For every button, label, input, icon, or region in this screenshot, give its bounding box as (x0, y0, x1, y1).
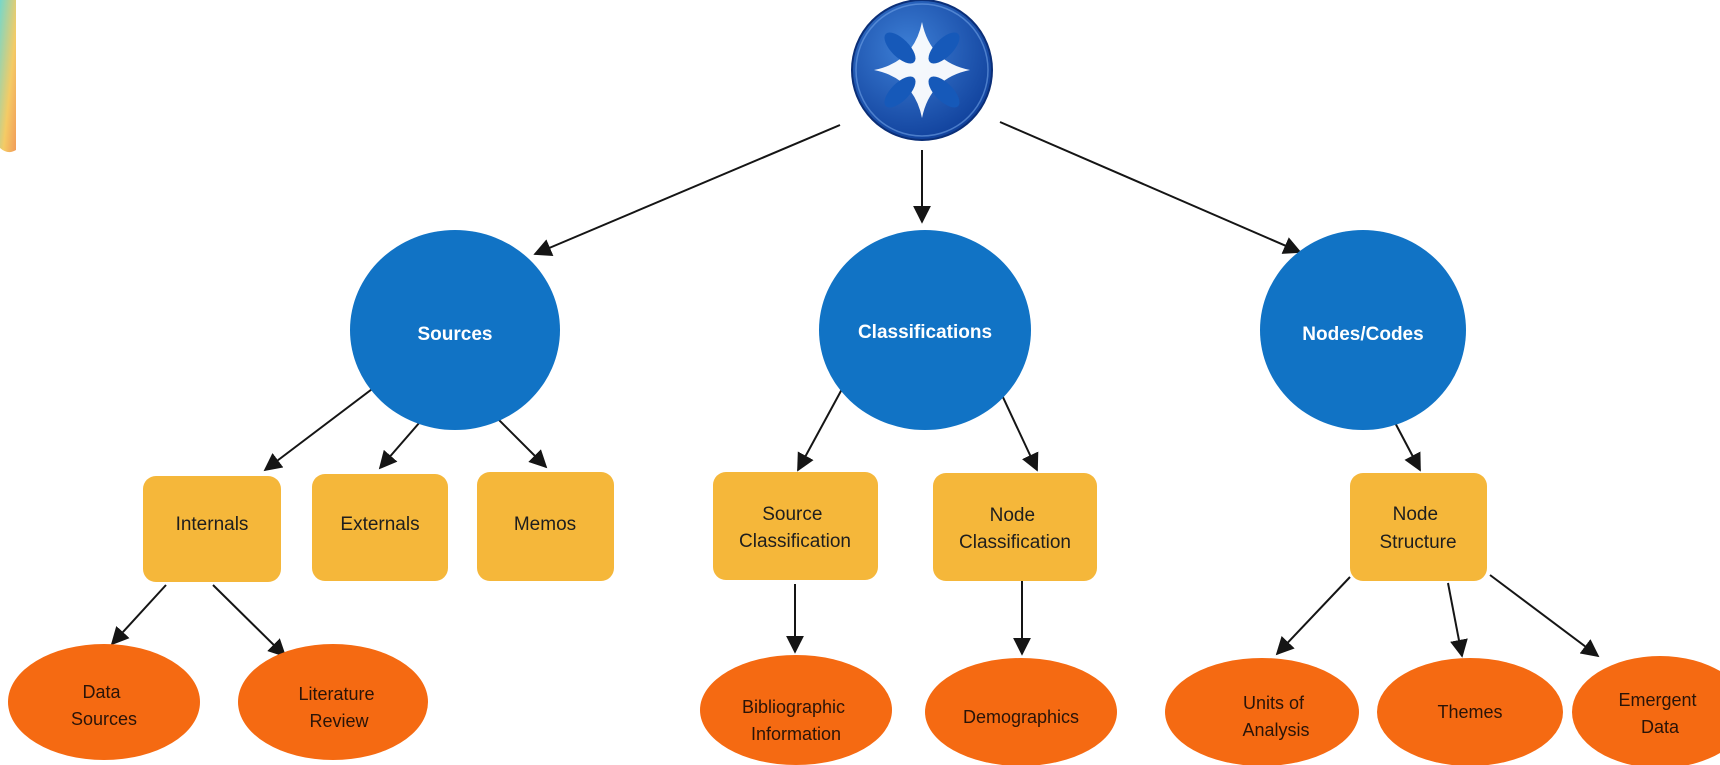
leaf-themes-label: Themes (1437, 702, 1502, 722)
arrow-sources-internals (263, 376, 389, 472)
category-sources-label: Sources (418, 324, 493, 345)
connector-arrows (110, 121, 1600, 658)
category-nodes-codes-label: Nodes/Codes (1302, 324, 1423, 345)
arrow-structure-units (1275, 576, 1351, 656)
leaf-emergent-data: Emergent Data (1572, 656, 1720, 765)
leaf-data-sources-label: Data Sources (71, 682, 137, 729)
category-sources: Sources (350, 230, 560, 430)
arrow-classifications-source (797, 377, 849, 472)
category-classifications: Classifications (819, 230, 1031, 430)
box-source-classification: Source Classification (713, 472, 878, 580)
arrow-structure-themes (1447, 582, 1468, 658)
leaf-demographics-label: Demographics (963, 707, 1079, 727)
leaf-units-of-analysis-label: Units of Analysis (1242, 693, 1309, 740)
box-node-classification: Node Classification (933, 473, 1097, 581)
box-node-structure: Node Structure (1350, 473, 1487, 581)
box-internals: Internals (143, 476, 281, 582)
leaf-data-sources: Data Sources (8, 644, 200, 760)
leaf-emergent-data-label: Emergent Data (1618, 690, 1701, 737)
leaf-literature-review: Literature Review (238, 644, 428, 760)
box-memos: Memos (477, 472, 614, 581)
box-externals-label: Externals (340, 514, 419, 535)
corner-decoration (0, 0, 16, 153)
arrow-root-sources (533, 124, 841, 256)
arrow-internals-data-sources (110, 584, 167, 646)
box-source-classification-label: Source Classification (739, 504, 851, 552)
box-externals: Externals (312, 474, 448, 581)
arrow-structure-emergent (1489, 574, 1600, 658)
nvivo-logo-icon (874, 22, 970, 118)
category-classifications-label: Classifications (858, 322, 992, 343)
root-logo (851, 0, 993, 141)
box-node-structure-label: Node Structure (1379, 504, 1456, 553)
leaf-demographics: Demographics (925, 658, 1117, 765)
leaf-bibliographic-information: Bibliographic Information (700, 655, 892, 765)
category-nodes-codes: Nodes/Codes (1260, 230, 1466, 430)
leaf-bibliographic-information-label: Bibliographic Information (742, 697, 850, 744)
leaf-units-of-analysis: Units of Analysis (1165, 658, 1359, 765)
leaf-themes: Themes (1377, 658, 1563, 765)
arrow-root-nodes-codes (999, 121, 1302, 254)
leaf-literature-review-label: Literature Review (298, 684, 379, 731)
box-internals-label: Internals (176, 514, 249, 535)
box-node-classification-label: Node Classification (959, 505, 1071, 553)
arrow-internals-literature (212, 584, 287, 658)
box-memos-label: Memos (514, 514, 576, 535)
